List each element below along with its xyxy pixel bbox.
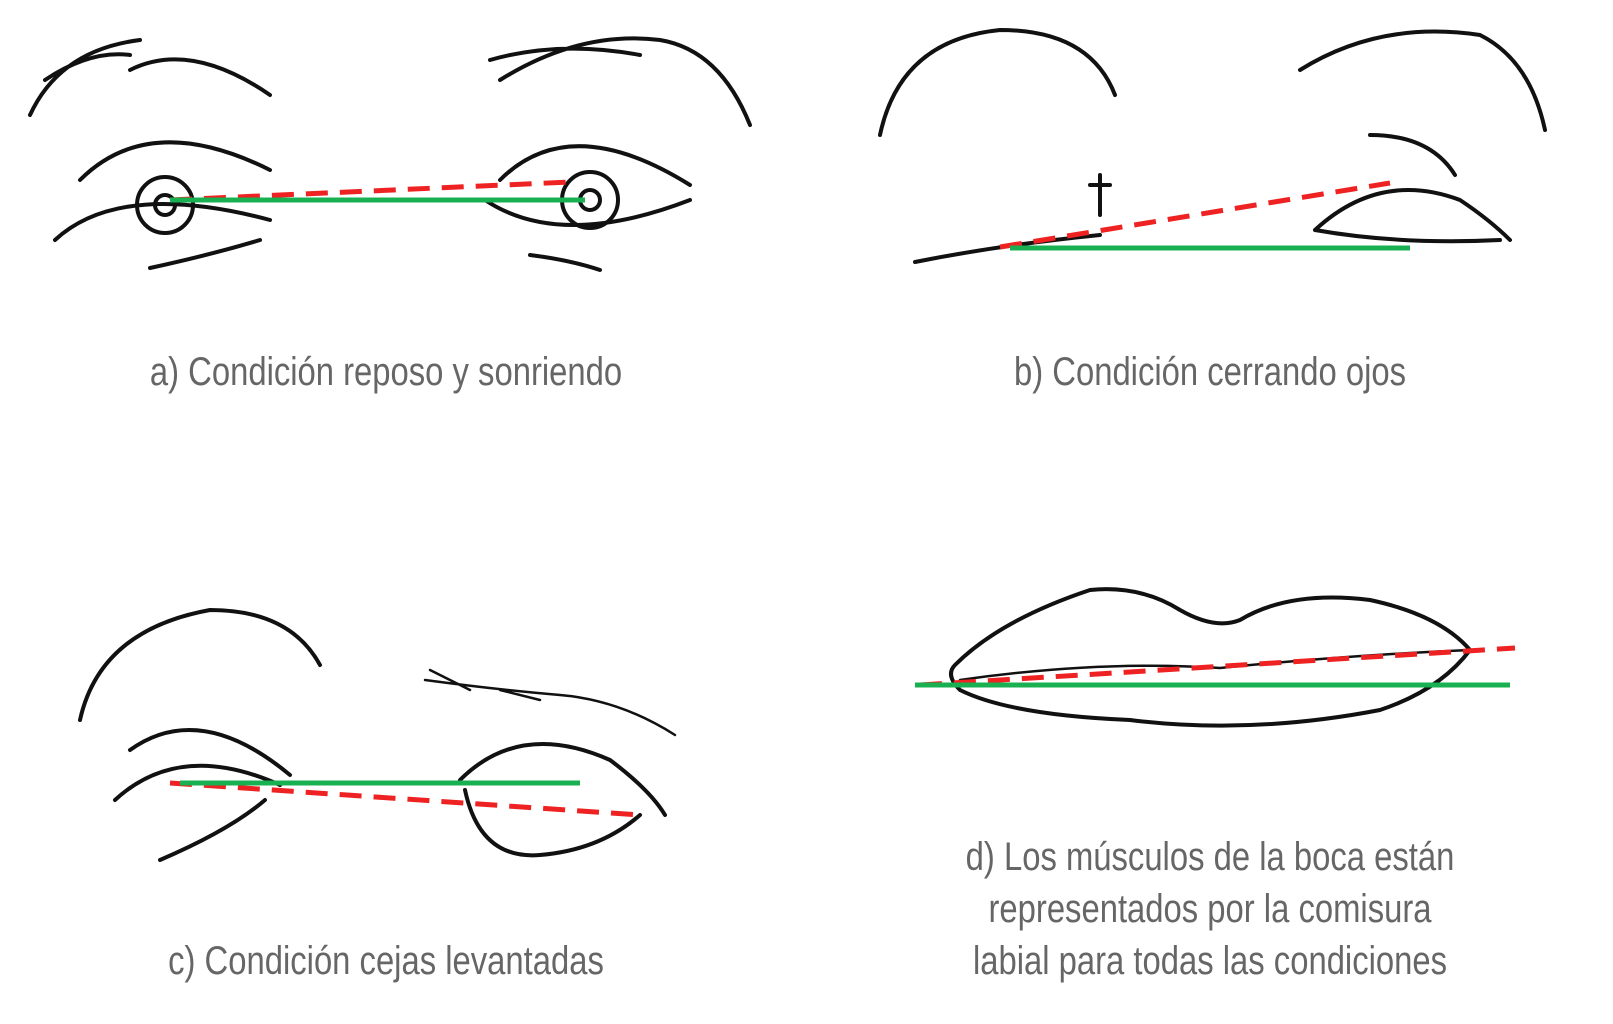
caption-panel-d-line-1: d) Los músculos de la boca están [965, 835, 1455, 879]
panel-a-eyes-drawing [28, 36, 752, 272]
caption-panel-d-line-2: representados por la comisura [988, 887, 1432, 931]
caption-panel-b: b) Condición cerrando ojos [1013, 350, 1406, 394]
panel-d-mouth-drawing [915, 587, 1516, 728]
panel-c-eyes-drawing [78, 608, 677, 862]
caption-panel-a: a) Condición reposo y sonriendo [149, 350, 623, 394]
caption-panel-d-line-3: labial para todas las condiciones [972, 939, 1448, 983]
caption-panel-c: c) Condición cejas levantadas [168, 939, 604, 983]
panel-b-eyes-drawing [878, 28, 1547, 264]
